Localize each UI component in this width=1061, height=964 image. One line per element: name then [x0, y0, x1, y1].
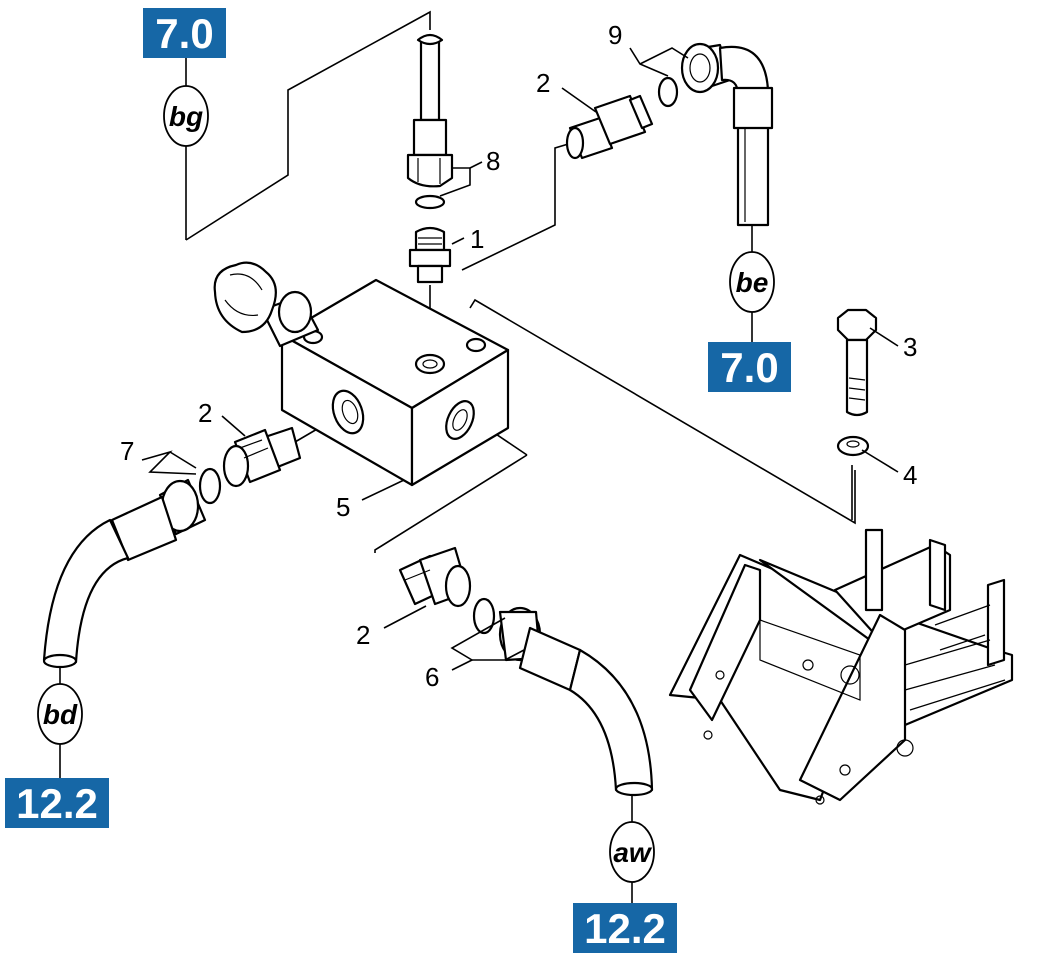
callout-2-top: 2: [536, 68, 597, 113]
connection-tag-label: aw: [613, 837, 653, 868]
o-ring-7[interactable]: [198, 467, 222, 505]
hose-left[interactable]: [42, 478, 207, 669]
elbow-hose-9[interactable]: [680, 42, 774, 227]
valve-knob[interactable]: [213, 261, 320, 348]
hose-bottom[interactable]: [498, 606, 654, 797]
connection-tag-aw[interactable]: aw: [609, 796, 655, 903]
section-badge-right[interactable]: 7.0: [708, 342, 791, 392]
callout-number: 2: [356, 620, 370, 650]
section-badge-bottom-left[interactable]: 12.2: [5, 778, 109, 828]
section-badge-label: 7.0: [155, 10, 213, 57]
upper-pipe-with-nut[interactable]: [406, 33, 454, 210]
fitting-2-top[interactable]: [565, 94, 654, 160]
section-badge-label: 12.2: [584, 905, 666, 952]
connection-tag-bd[interactable]: bd: [37, 668, 83, 778]
section-badge-top-left[interactable]: 7.0: [143, 8, 226, 58]
section-badge-label: 7.0: [720, 344, 778, 391]
callout-number: 2: [198, 398, 212, 428]
fitting-2-bottom[interactable]: [398, 546, 472, 608]
o-ring-6[interactable]: [472, 597, 496, 635]
connection-tag-label: be: [736, 267, 769, 298]
chassis-frame[interactable]: [668, 528, 1014, 805]
callout-8: 8: [439, 146, 500, 197]
callout-6: 6: [425, 617, 525, 692]
o-ring-9[interactable]: [657, 76, 679, 108]
callout-4: 4: [861, 449, 917, 490]
callout-number: 5: [336, 492, 350, 522]
connection-tag-label: bg: [169, 101, 203, 132]
callout-number: 4: [903, 460, 917, 490]
fitting-1[interactable]: [408, 226, 452, 284]
section-badge-bottom-center[interactable]: 12.2: [573, 903, 677, 953]
callout-number: 8: [486, 146, 500, 176]
callout-number: 9: [608, 20, 622, 50]
callout-2-left: 2: [198, 398, 246, 437]
washer-4[interactable]: [836, 435, 870, 457]
callout-2-bottom: 2: [356, 605, 427, 650]
callout-number: 3: [903, 332, 917, 362]
callout-number: 7: [120, 436, 134, 466]
bolt-3[interactable]: [836, 308, 878, 417]
callout-number: 1: [470, 224, 484, 254]
section-badge-label: 12.2: [16, 780, 98, 827]
callout-9: 9: [608, 20, 689, 77]
fitting-2-left[interactable]: [222, 426, 302, 488]
callout-7: 7: [120, 436, 197, 475]
callout-5: 5: [336, 479, 405, 522]
connection-tag-label: bd: [43, 699, 78, 730]
connection-tag-bg[interactable]: bg: [163, 58, 209, 240]
manifold-block-5[interactable]: [280, 278, 510, 487]
callout-1: 1: [451, 224, 484, 254]
connection-tag-be[interactable]: be: [729, 222, 775, 342]
callout-number: 2: [536, 68, 550, 98]
callout-number: 6: [425, 662, 439, 692]
callout-3: 3: [869, 327, 917, 362]
